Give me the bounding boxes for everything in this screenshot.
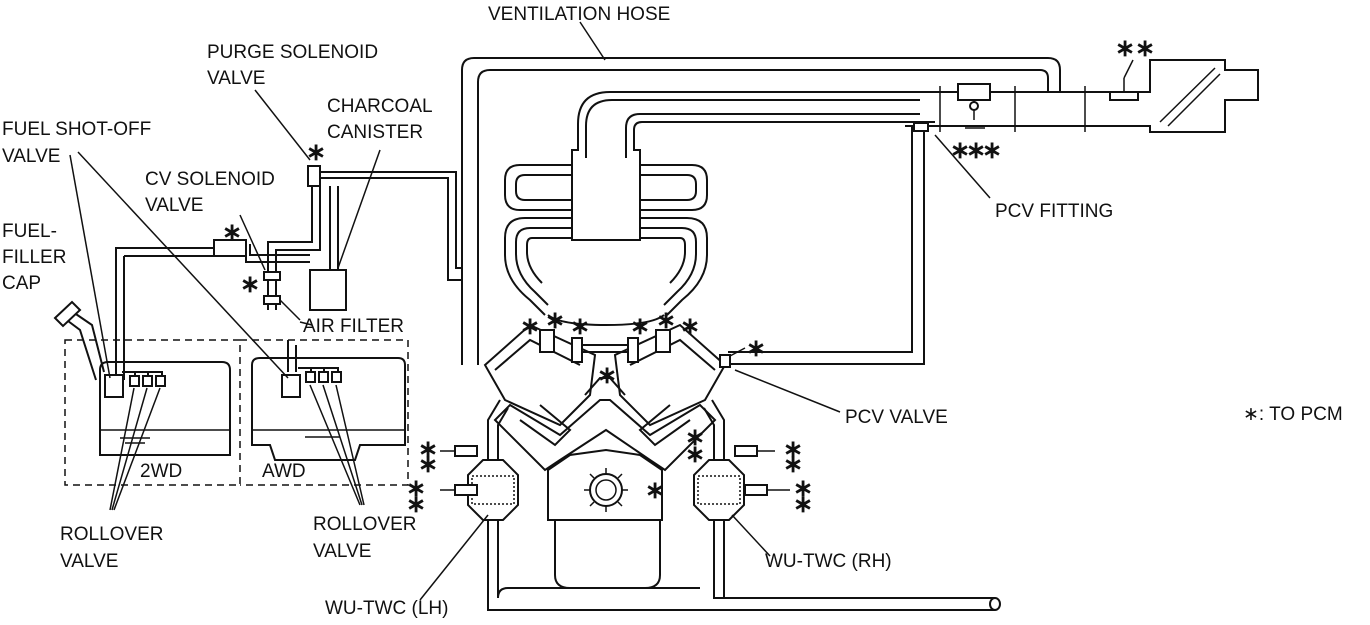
label-purge-solenoid-valve-line1: PURGE SOLENOID (207, 42, 378, 63)
fuel-tank-awd (240, 339, 409, 486)
pcm-marker: ∗ (418, 451, 438, 478)
labels: VENTILATION HOSE PURGE SOLENOID VALVE CH… (2, 4, 1343, 619)
pcm-marker: ∗ (630, 313, 650, 340)
label-rollover-valve-left-line2: VALVE (60, 551, 118, 572)
intake-air-duct (905, 59, 1259, 133)
pcm-marker: ∗ (783, 451, 803, 478)
label-ventilation-hose: VENTILATION HOSE (488, 4, 670, 25)
label-rollover-valve-left-line1: ROLLOVER (60, 524, 163, 545)
label-fuel-shutoff-valve-line2: VALVE (2, 146, 60, 167)
label-2wd: 2WD (140, 461, 182, 482)
label-charcoal-canister-line1: CHARCOAL (327, 96, 433, 117)
label-fuel-filler-cap-line1: FUEL- (2, 221, 57, 242)
pcm-marker: ∗ (222, 219, 242, 246)
wu-twc-rh-converter (693, 459, 1001, 611)
pcm-marker: ∗ (570, 313, 590, 340)
label-charcoal-canister-line2: CANISTER (327, 122, 423, 143)
label-fuel-shutoff-valve-line1: FUEL SHOT-OFF (2, 119, 151, 140)
pcm-marker: ∗ (746, 335, 766, 362)
pcm-marker: ∗ (406, 491, 426, 518)
pcm-markers: ∗ ∗ ∗ ∗ ∗ ∗ ∗ ∗ ∗ ∗ ∗ ∗ ∗ ∗ ∗ ∗ ∗ ∗ ∗ ∗ … (222, 35, 1155, 518)
label-wu-twc-rh: WU-TWC (RH) (765, 551, 892, 572)
fuel-tank-2wd (53, 300, 241, 486)
pcm-marker: ∗ (1115, 35, 1135, 62)
label-pcv-fitting: PCV FITTING (995, 201, 1113, 222)
leader-lines (69, 151, 841, 601)
pcm-marker: ∗ (950, 137, 970, 164)
label-cv-solenoid-valve-line1: CV SOLENOID (145, 169, 275, 190)
ventilation-hose (461, 21, 1061, 365)
pcm-marker: ∗ (685, 441, 705, 468)
pcm-marker: ∗ (1135, 35, 1155, 62)
pcv-hose (728, 122, 991, 365)
label-cv-solenoid-valve-line2: VALVE (145, 195, 203, 216)
label-to-pcm: ∗: TO PCM (1243, 404, 1343, 425)
evap-lines (115, 89, 462, 380)
pcm-marker: ∗ (680, 313, 700, 340)
pcm-marker: ∗ (645, 477, 665, 504)
pcm-marker: ∗ (545, 307, 565, 334)
pcm-marker: ∗ (656, 307, 676, 334)
label-awd: AWD (262, 461, 306, 482)
label-pcv-valve: PCV VALVE (845, 407, 948, 428)
pcm-marker: ∗ (793, 491, 813, 518)
wu-twc-lh-converter (467, 459, 995, 611)
pcm-marker: ∗ (597, 362, 617, 389)
pcm-marker: ∗ (982, 137, 1002, 164)
label-fuel-filler-cap-line2: FILLER (2, 247, 66, 268)
label-rollover-valve-right-line2: VALVE (313, 541, 371, 562)
pcm-marker: ∗ (406, 475, 426, 502)
intake-manifold (504, 91, 935, 327)
label-purge-solenoid-valve-line2: VALVE (207, 68, 265, 89)
pcm-marker: ∗ (793, 475, 813, 502)
pcm-marker: ∗ (685, 424, 705, 451)
label-fuel-filler-cap-line3: CAP (2, 273, 41, 294)
pcm-marker: ∗ (783, 436, 803, 463)
pcm-marker: ∗ (520, 313, 540, 340)
label-rollover-valve-right-line1: ROLLOVER (313, 514, 416, 535)
pcm-marker: ∗ (966, 137, 986, 164)
label-air-filter: AIR FILTER (303, 316, 404, 337)
sensors (440, 347, 790, 496)
engine (483, 323, 727, 589)
label-wu-twc-lh: WU-TWC (LH) (325, 598, 448, 619)
pcm-marker: ∗ (418, 436, 438, 463)
pcm-marker: ∗ (306, 139, 326, 166)
pcm-marker: ∗ (240, 271, 260, 298)
